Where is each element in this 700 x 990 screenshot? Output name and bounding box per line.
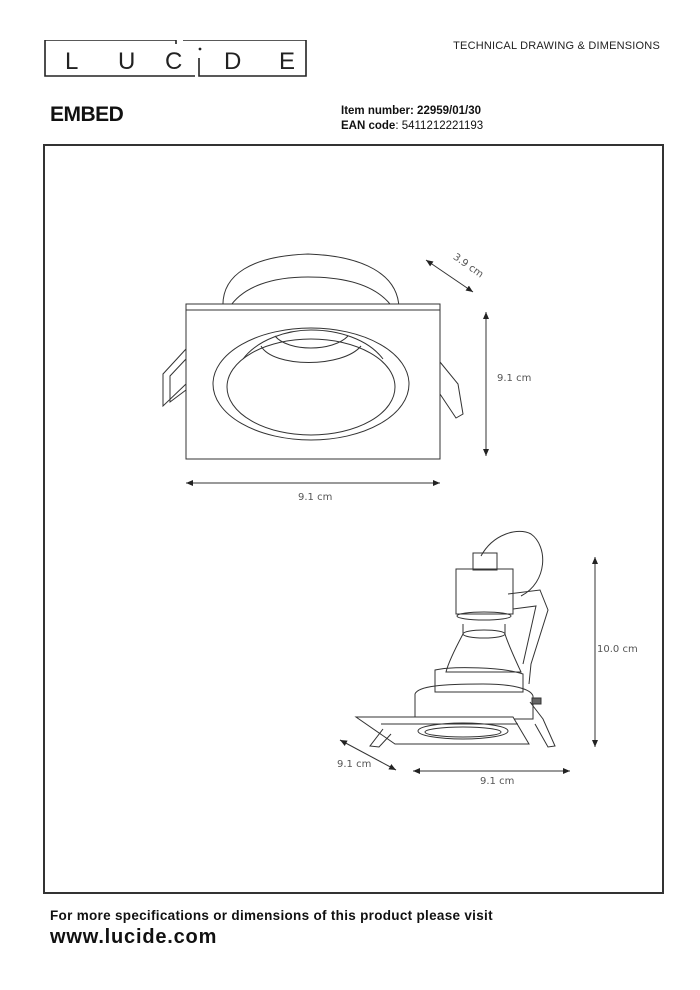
product-name: EMBED [50, 103, 124, 126]
item-number-row: Item number: 22959/01/30 [341, 104, 483, 119]
footer-note: For more specifications or dimensions of… [50, 908, 493, 923]
top-view [162, 253, 464, 460]
depth-dimension-label: 9.1 cm [337, 759, 371, 770]
item-number-value: 22959/01/30 [417, 105, 481, 117]
item-number-label: Item number: [341, 105, 414, 117]
perspective-view-dimensions [339, 557, 598, 774]
width-dimension-label: 9.1 cm [480, 776, 514, 787]
perspective-view [354, 530, 556, 748]
logo-letter-l: L [65, 48, 78, 75]
website-link[interactable]: www.lucide.com [50, 926, 218, 948]
drawing-frame [43, 144, 664, 894]
height-dimension-label: 10.0 cm [597, 644, 638, 655]
logo-letter-e: E [279, 48, 295, 75]
height-dimension-label: 9.1 cm [497, 373, 531, 384]
top-view-dimensions [186, 259, 489, 486]
ean-value: : 5411212221193 [395, 120, 484, 132]
logo-letter-d: D [224, 48, 241, 75]
lucide-logo: L U C D E [44, 40, 307, 77]
logo-letter-u: U [118, 48, 135, 75]
document-title: TECHNICAL DRAWING & DIMENSIONS [453, 40, 660, 52]
width-dimension-label: 9.1 cm [298, 492, 332, 503]
logo-letter-c: C [165, 48, 182, 75]
product-identifiers: Item number: 22959/01/30 EAN code: 54112… [341, 104, 483, 134]
depth-dimension-label: 3.9 cm [451, 252, 485, 281]
technical-drawing: 3.9 cm 9.1 cm 9.1 cm 10.0 cm 9.1 cm [162, 252, 638, 787]
ean-label: EAN code [341, 120, 396, 132]
ean-row: EAN code: 5411212221193 [341, 119, 483, 134]
